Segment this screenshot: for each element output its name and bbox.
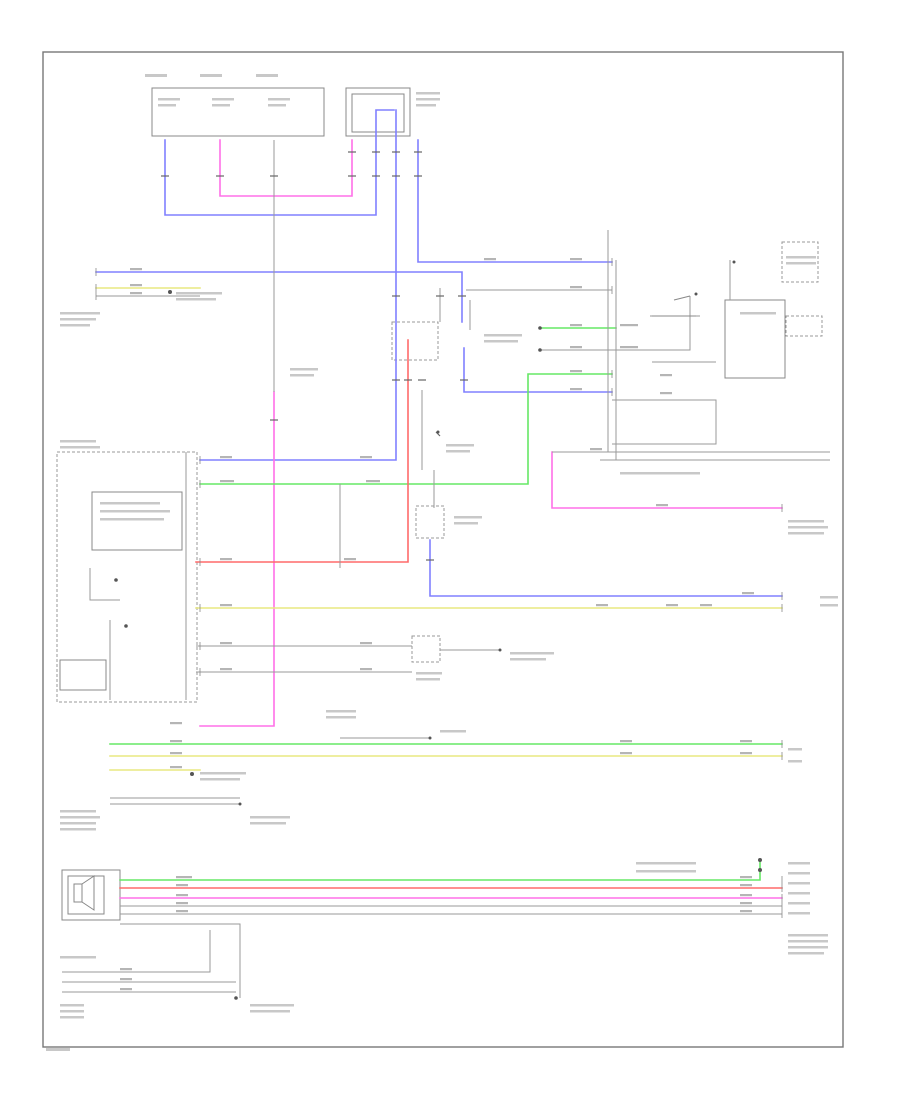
meter-sub-box-2 <box>59 659 107 691</box>
fuse-relay-box <box>151 87 325 137</box>
wire-blue-right <box>463 347 613 393</box>
speaker-icon <box>73 875 95 911</box>
mid-connector <box>415 505 445 539</box>
speaker-module-inner <box>67 875 105 915</box>
label-blocks <box>46 74 838 1051</box>
wire-blue-left-horizontal <box>95 271 463 323</box>
wire-pink-right <box>551 451 783 509</box>
control-unit-inner <box>785 315 823 337</box>
diagram-frame <box>42 51 844 1048</box>
meter-sub-box-1 <box>91 491 183 551</box>
wire-pink-long-vertical <box>199 391 275 727</box>
control-unit-box <box>724 299 786 379</box>
relay-icon <box>652 295 696 317</box>
speaker-module <box>61 869 121 921</box>
junction-dots <box>114 260 762 1000</box>
wire-tags <box>120 258 754 991</box>
wire-blue-lower <box>429 539 783 597</box>
connector-ticks <box>95 258 783 918</box>
combination-meter-module <box>56 451 198 703</box>
control-unit-right <box>781 241 819 283</box>
wire-blue-top-left <box>164 109 395 216</box>
wire-blue-vertical-center <box>199 109 397 461</box>
junction-connector-top <box>345 87 411 137</box>
wire-green-mid <box>199 373 613 485</box>
center-junction <box>391 321 439 361</box>
wire-red-mid <box>195 339 409 563</box>
wire-blue-top-right <box>417 139 613 263</box>
wire-break-marks <box>161 151 468 561</box>
junction-connector-top-inner <box>351 93 405 133</box>
lower-junction <box>411 635 441 663</box>
wire-pink-top <box>219 139 353 197</box>
gray-wires <box>62 140 830 998</box>
wire-green-bottom <box>119 859 761 881</box>
